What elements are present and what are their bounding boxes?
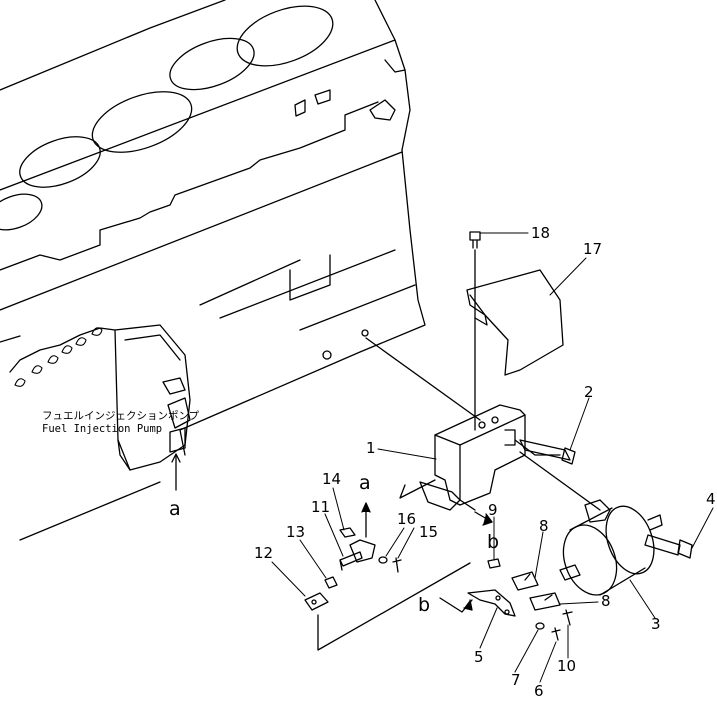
callout-17: 17 (583, 240, 603, 258)
callout-5: 5 (474, 648, 484, 666)
callout-14: 14 (322, 470, 342, 488)
pump-label-en: Fuel Injection Pump (42, 423, 163, 436)
solenoid-motor (559, 499, 663, 596)
leader-lines (271, 232, 714, 683)
callout-12: 12 (254, 544, 274, 562)
view-marker-a-link: a (359, 472, 371, 494)
callout-4: 4 (706, 490, 716, 508)
callout-9: 9 (488, 501, 498, 519)
callout-1: 1 (366, 439, 376, 457)
callout-10: 10 (557, 657, 577, 675)
callout-16: 16 (397, 510, 417, 528)
callout-11: 11 (311, 498, 331, 516)
callout-3: 3 (651, 615, 661, 633)
view-marker-a-pump: a (169, 498, 181, 520)
callout-2: 2 (584, 383, 594, 401)
engine-block (0, 0, 426, 541)
bracket-assembly (365, 337, 601, 526)
fuel-injection-pump (9, 324, 191, 491)
small-parts (467, 558, 573, 641)
callout-6: 6 (534, 682, 544, 700)
bolts (519, 439, 693, 559)
pump-label: フュエルインジェクションポンプ Fuel Injection Pump (42, 410, 199, 436)
pump-label-jp: フュエルインジェクションポンプ (42, 410, 200, 422)
callout-18: 18 (531, 224, 551, 242)
view-marker-b-bracket: b (487, 531, 500, 553)
detail-boundary (317, 562, 473, 651)
cover-plate (466, 231, 564, 431)
callout-13: 13 (286, 523, 306, 541)
link-parts (304, 502, 402, 611)
callout-15: 15 (419, 523, 439, 541)
view-marker-b-detail: b (418, 594, 431, 616)
callout-8-right: 8 (601, 592, 611, 610)
callout-7: 7 (511, 671, 521, 689)
callout-8-top: 8 (539, 517, 549, 535)
